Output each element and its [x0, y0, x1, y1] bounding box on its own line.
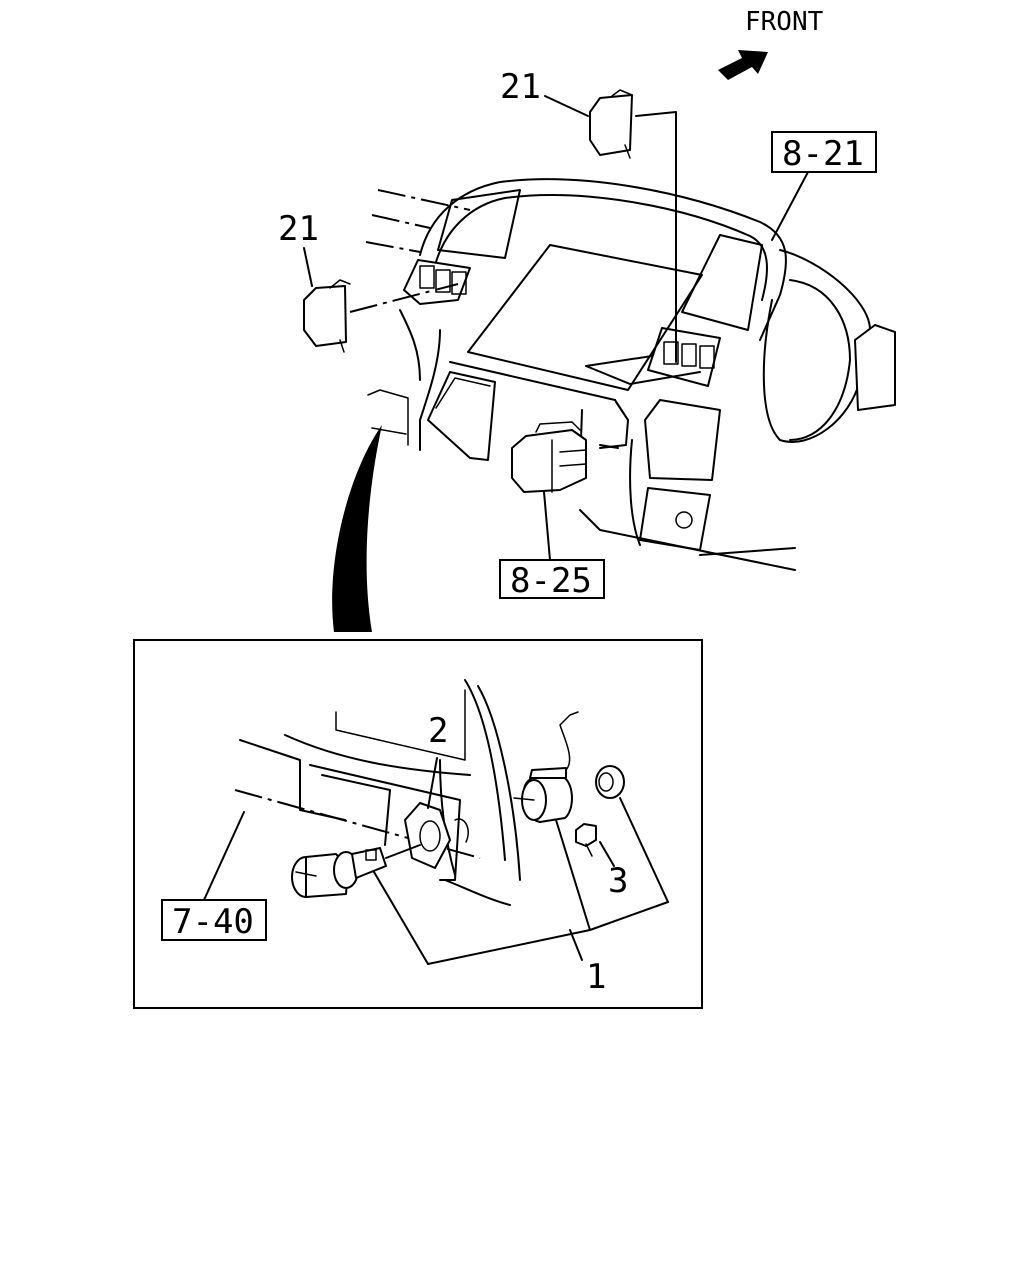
ref-8-21: 8-21	[771, 131, 877, 241]
part-3-bolt: 3	[575, 823, 628, 901]
callout-21-top: 21	[500, 67, 541, 107]
part-21-top: 21	[500, 67, 633, 159]
part-2-nut: 2	[404, 711, 451, 869]
detail-pointer-arrow	[332, 425, 382, 632]
ref-8-21-label: 8-21	[782, 134, 864, 174]
front-label: FRONT	[745, 7, 824, 37]
callout-2: 2	[428, 711, 448, 751]
part-1-lighter-plug	[291, 844, 421, 898]
callout-3: 3	[608, 861, 628, 901]
callout-21-left: 21	[278, 209, 319, 249]
part-1-socket	[513, 711, 579, 823]
part-ring	[595, 765, 625, 799]
part-8-25: 8-25	[499, 421, 605, 601]
ref-8-25-label: 8-25	[510, 561, 592, 601]
ref-7-40-label: 7-40	[172, 902, 254, 942]
part-21-left: 21	[278, 209, 351, 353]
detail-view: 2 3	[133, 639, 703, 1009]
front-arrow-icon	[718, 50, 768, 80]
callout-1: 1	[586, 957, 606, 997]
instrument-panel-drawing	[349, 111, 896, 571]
front-indicator: FRONT	[718, 7, 824, 80]
